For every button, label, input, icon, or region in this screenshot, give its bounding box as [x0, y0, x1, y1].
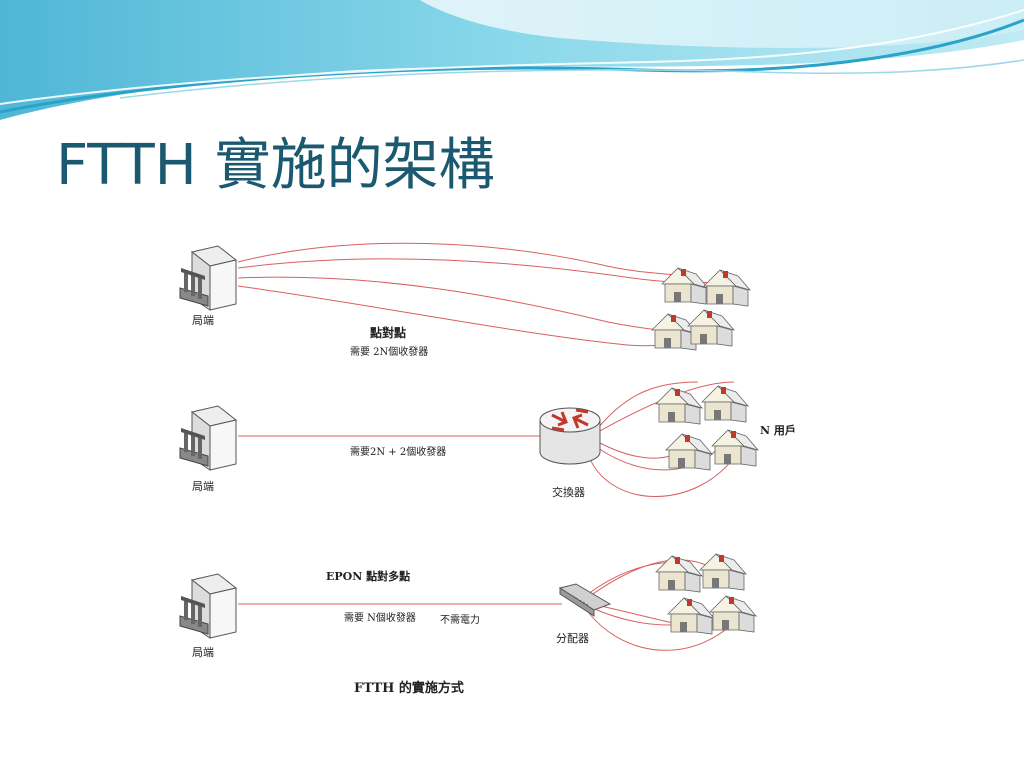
house-icon [687, 309, 735, 347]
office-building-icon [179, 573, 237, 639]
house-icon [709, 595, 757, 633]
row-point-to-point [237, 242, 719, 347]
splitter-icon [558, 583, 612, 617]
splitter-label: 分配器 [556, 632, 589, 645]
house-icon [699, 553, 747, 591]
row1-subtitle: 需要 2N個收發器 [350, 347, 429, 358]
office-label: 局端 [192, 480, 214, 493]
row3-title: EPON 點對多點 [326, 570, 411, 583]
switch-label: 交換器 [552, 486, 585, 499]
office-building-icon [179, 405, 237, 471]
house-icon [655, 387, 703, 425]
power-label: 不需電力 [440, 615, 480, 626]
slide-title: FTTH 實施的架構 [56, 133, 495, 198]
switch-router-icon [539, 407, 601, 465]
diagram-caption: FTTH 的實施方式 [354, 681, 464, 696]
row1-title: 點對點 [370, 326, 407, 340]
house-icon [701, 385, 749, 423]
house-icon [703, 269, 751, 307]
house-icon [661, 267, 709, 305]
row2-line-label: 需要2N + 2個收發器 [350, 447, 447, 458]
office-label: 局端 [192, 314, 214, 327]
house-icon [665, 433, 713, 471]
office-building-icon [179, 245, 237, 311]
office-label: 局端 [192, 646, 214, 659]
house-icon [711, 429, 759, 467]
ftth-architecture-diagram: 局端 點對點 需要 2N個收發器 局端 需要2N + 2個收發器 交換器 N 用… [178, 232, 796, 704]
users-label: N 用戶 [760, 424, 796, 437]
row3-line-label: 需要 N個收發器 [344, 613, 416, 624]
house-icon [667, 597, 715, 635]
